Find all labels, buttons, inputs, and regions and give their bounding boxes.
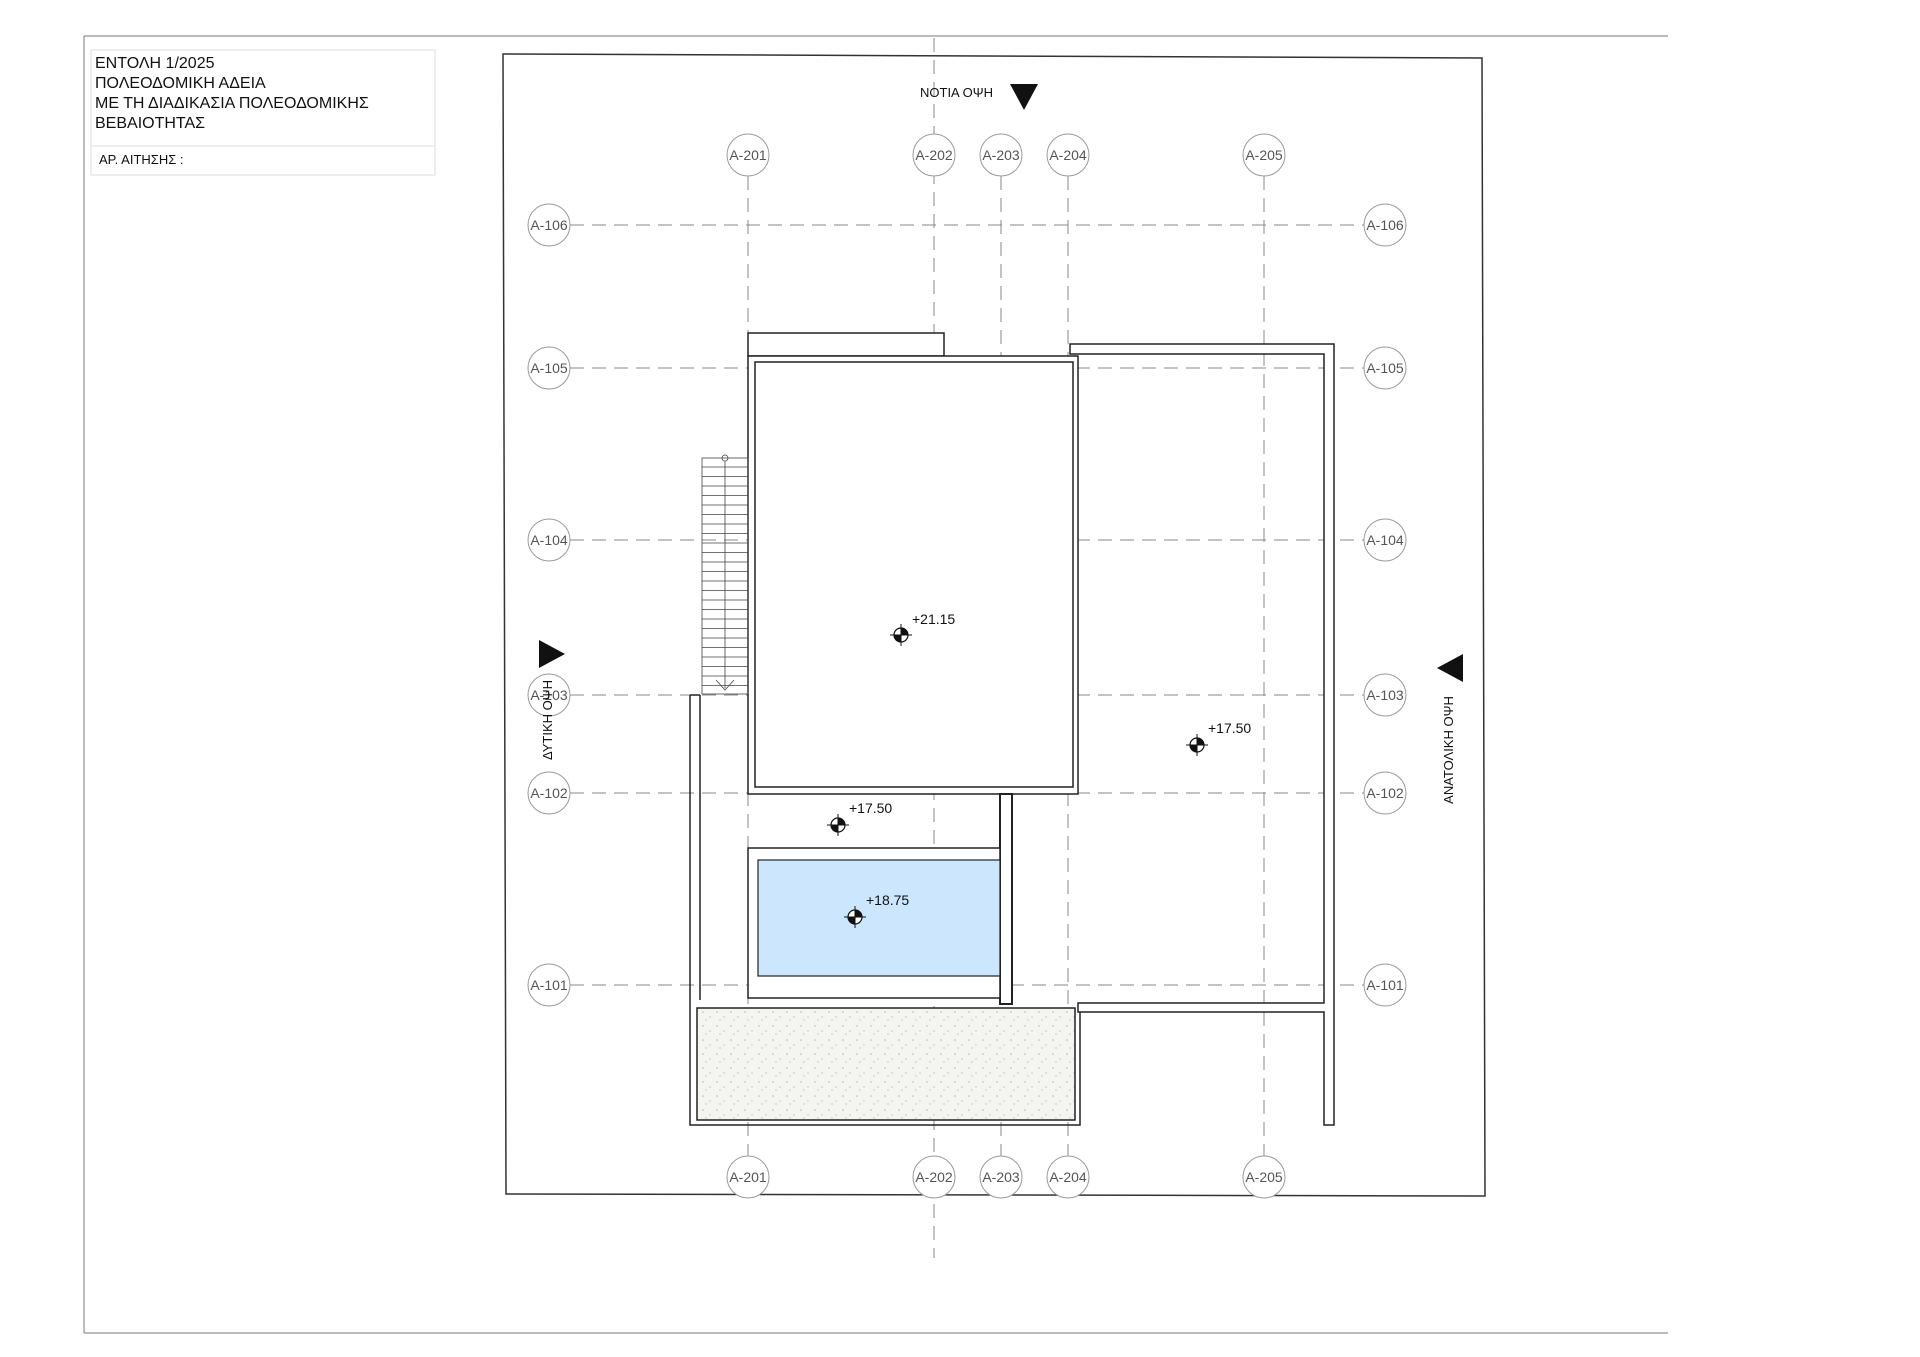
sheet-frame [83,35,1668,1334]
level-marker-roof: +21.15 [890,611,955,646]
grid-label: A-204 [1049,147,1087,163]
title-line-1: ΕΝΤΟΛΗ 1/2025 [95,55,215,72]
level-datum-icon [827,814,849,836]
grid-label: A-201 [729,147,767,163]
level-datum-icon [844,906,866,928]
title-line-4: ΒΕΒΑΙΟΤΗΤΑΣ [95,115,206,132]
grid-label: A-202 [915,1169,953,1185]
grid-label: A-106 [530,217,568,233]
grid-label: A-103 [1366,687,1404,703]
grid-bubble-a-203-bottom: A-203 [979,1155,1023,1199]
grid-label: A-105 [530,360,568,376]
grid-label: A-103 [530,687,568,703]
grid-bubble-a-101-left: A-101 [527,963,571,1007]
triangle-right-icon [539,640,565,668]
grid-bubble-a-204-bottom: A-204 [1046,1155,1090,1199]
level-marker-terrace-east: +17.50 [1186,720,1251,756]
grid-bubble-a-102-left: A-102 [527,771,571,815]
staircase [701,454,749,695]
grid-label: A-102 [530,785,568,801]
pool-level-label: +18.75 [866,892,909,908]
grid-bubble-a-104-right: A-104 [1363,518,1407,562]
swimming-pool [757,859,1001,977]
level-datum-icon [890,624,912,646]
grid-label: A-202 [915,147,953,163]
site-boundary [502,53,1486,1197]
grid-bubble-a-203-top: A-203 [979,133,1023,177]
grid-bubble-a-201-top: A-201 [726,133,770,177]
main-roof-inner [754,361,1074,788]
level-datum-icon [1186,734,1208,756]
title-line-3: ΜΕ ΤΗ ΔΙΑΔΙΚΑΣΙΑ ΠΟΛΕΟΔΟΜΙΚΗΣ [95,95,369,112]
grid-bubble-a-104-left: A-104 [527,518,571,562]
grid-bubble-a-204-top: A-204 [1046,133,1090,177]
grid-label: A-204 [1049,1169,1087,1185]
grid-label: A-201 [729,1169,767,1185]
grid-bubble-a-103-right: A-103 [1363,673,1407,717]
level-marker-terrace-west: +17.50 [827,800,892,836]
grid-label: A-203 [982,1169,1020,1185]
level-marker-pool: +18.75 [844,892,909,928]
grid-bubble-a-106-left: A-106 [527,203,571,247]
title-block-frame [90,49,436,176]
divider-wall [999,793,1013,1005]
triangle-down-icon [1010,84,1038,110]
grid-bubble-a-102-right: A-102 [1363,771,1407,815]
grid-bubble-a-205-bottom: A-205 [1242,1155,1286,1199]
grid-bubble-a-101-right: A-101 [1363,963,1407,1007]
application-number-label: ΑΡ. ΑΙΤΗΣΗΣ : [99,152,184,167]
grid-label: A-203 [982,147,1020,163]
elevation-marker-south: ΝΟΤΙΑ ΟΨΗ [920,84,1038,110]
title-block: ΕΝΤΟΛΗ 1/2025 ΠΟΛΕΟΔΟΜΙΚΗ ΑΔΕΙΑ ΜΕ ΤΗ ΔΙ… [91,48,435,174]
triangle-left-icon [1437,654,1463,682]
grid-bubbles: A-201A-201A-202A-202A-203A-203A-204A-204… [527,133,1407,1199]
title-line-2: ΠΟΛΕΟΔΟΜΙΚΗ ΑΔΕΙΑ [95,75,266,92]
main-roof-outer [747,355,1079,795]
grid-label: A-101 [1366,977,1404,993]
south-elevation-label: ΝΟΤΙΑ ΟΨΗ [920,85,993,100]
grid-bubble-a-201-bottom: A-201 [726,1155,770,1199]
grid-bubble-a-105-left: A-105 [527,346,571,390]
grid-label: A-106 [1366,217,1404,233]
grid-bubble-a-106-right: A-106 [1363,203,1407,247]
grid-label: A-105 [1366,360,1404,376]
east-elevation-label: ΑΝΑΤΟΛΙΚΗ ΟΨΗ [1441,696,1456,804]
grid-bubble-a-205-top: A-205 [1242,133,1286,177]
grid-bubble-a-202-bottom: A-202 [912,1155,956,1199]
grid-bubble-a-202-top: A-202 [912,133,956,177]
grid-label: A-205 [1245,1169,1283,1185]
grid-bubble-a-103-left: A-103 [527,673,571,717]
grid-bubble-a-105-right: A-105 [1363,346,1407,390]
planter-bed [696,1007,1076,1121]
grid-label: A-205 [1245,147,1283,163]
west-terrace-level-label: +17.50 [849,800,892,816]
grid-label: A-101 [530,977,568,993]
west-elevation-label: ΔΥΤΙΚΗ ΟΨΗ [540,680,555,760]
west-terrace-wall [689,695,1081,1126]
elevation-marker-west: ΔΥΤΙΚΗ ΟΨΗ [539,640,565,760]
roof-level-label: +21.15 [912,611,955,627]
east-terrace-level-label: +17.50 [1208,720,1251,736]
east-terrace-parapet [1069,343,1335,1126]
grid-label: A-102 [1366,785,1404,801]
elevation-marker-east: ΑΝΑΤΟΛΙΚΗ ΟΨΗ [1437,654,1463,804]
grid-label: A-104 [530,532,568,548]
grid-label: A-104 [1366,532,1404,548]
